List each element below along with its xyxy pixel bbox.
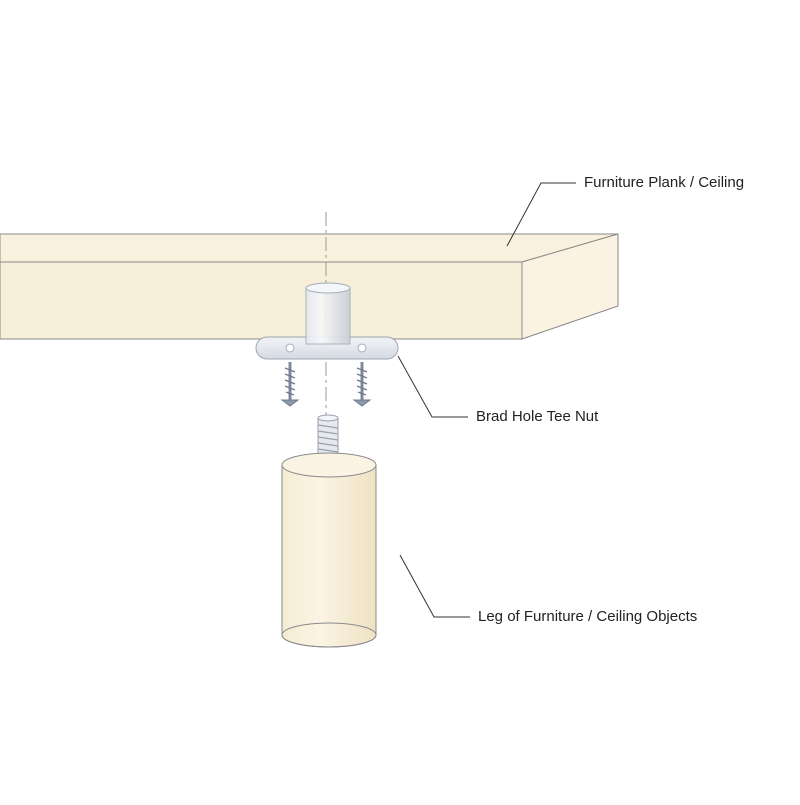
screw-icon bbox=[352, 362, 372, 407]
plank-front-face bbox=[0, 261, 523, 340]
leader-line-plank bbox=[506, 182, 576, 247]
furniture-plank bbox=[0, 233, 619, 340]
label-furniture-plank: Furniture Plank / Ceiling bbox=[584, 174, 745, 191]
brad-hole-left bbox=[285, 343, 295, 353]
screw-icon bbox=[280, 362, 300, 407]
label-furniture-leg: Leg of Furniture / Ceiling Objects bbox=[478, 608, 698, 625]
leg-bottom-edge bbox=[281, 622, 377, 648]
tee-nut-barrel bbox=[305, 287, 351, 345]
plank-top-face bbox=[0, 233, 619, 263]
leader-line-tee-nut bbox=[397, 355, 468, 418]
furniture-leg bbox=[281, 452, 377, 648]
leg-body bbox=[281, 464, 377, 648]
brad-hole-right bbox=[357, 343, 367, 353]
plank-end-face bbox=[521, 233, 619, 340]
leg-top bbox=[281, 452, 377, 478]
tee-nut-barrel-top bbox=[305, 282, 351, 294]
tee-nut bbox=[255, 282, 399, 360]
leader-line-leg bbox=[399, 554, 470, 618]
label-tee-nut: Brad Hole Tee Nut bbox=[476, 408, 599, 425]
